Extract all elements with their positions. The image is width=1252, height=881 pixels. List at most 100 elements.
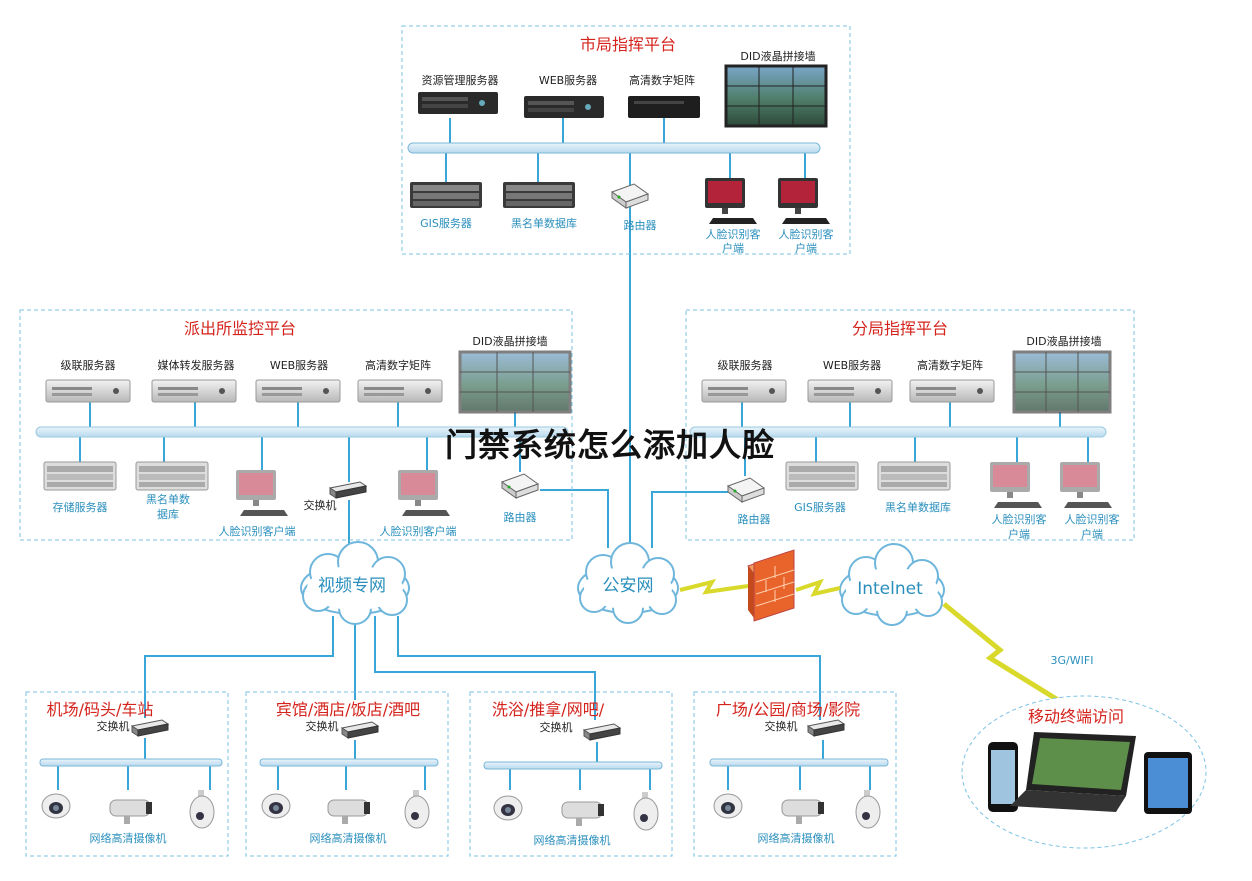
face-client-label: 人脸识别客	[992, 512, 1047, 526]
video-wall-icon	[1012, 350, 1112, 414]
mobile-access-title: 移动终端访问	[1028, 707, 1124, 726]
video-wall-label: DID液晶拼接墙	[740, 49, 815, 63]
web-server-label: WEB服务器	[270, 359, 328, 372]
gis-server-label: GIS服务器	[420, 217, 472, 230]
lightning-link	[679, 578, 749, 595]
blacklist-db-icon	[503, 182, 575, 208]
city-platform-frame	[401, 25, 851, 255]
face-client-label: 人脸识别客	[1065, 512, 1120, 526]
city-platform-title: 市局指挥平台	[580, 35, 676, 54]
site-bath: 洗浴/推拿/网吧/ 交换机 网络高清摄像机	[469, 691, 673, 857]
branch-platform-frame	[685, 309, 1135, 541]
face-client-label: 户端	[795, 241, 817, 255]
web-server-icon	[807, 379, 893, 403]
cascade-server-icon	[701, 379, 787, 403]
ptz-camera-icon	[404, 789, 430, 829]
bullet-camera-icon	[561, 801, 605, 827]
video-wall-label: DID液晶拼接墙	[1026, 334, 1101, 348]
ptz-camera-icon	[189, 789, 215, 829]
router-label: 路由器	[624, 218, 657, 232]
switch-label: 交换机	[304, 498, 337, 512]
matrix-icon	[357, 379, 443, 403]
face-client-label: 人脸识别客	[779, 227, 834, 241]
blacklist-db-icon	[135, 461, 209, 491]
video-wall-icon	[458, 350, 572, 414]
blacklist-db-label: 据库	[157, 507, 179, 521]
matrix-icon	[628, 96, 700, 118]
bullet-camera-icon	[109, 799, 153, 825]
site-airport: 机场/码头/车站 交换机 网络高清摄像机	[25, 691, 229, 857]
branch-bus	[689, 426, 1107, 438]
site-title: 洗浴/推拿/网吧/	[492, 700, 605, 719]
router-icon	[611, 183, 649, 209]
ptz-camera-icon	[633, 791, 659, 831]
branch-platform-title: 分局指挥平台	[852, 319, 948, 338]
dome-camera-icon	[41, 793, 71, 819]
site-title: 机场/码头/车站	[47, 700, 154, 719]
camera-label: 网络高清摄像机	[534, 833, 611, 847]
blacklist-db-icon	[877, 461, 951, 491]
video-wall-icon	[724, 64, 828, 128]
dome-camera-icon	[261, 793, 291, 819]
dome-camera-icon	[713, 793, 743, 819]
matrix-label: 高清数字矩阵	[917, 358, 983, 372]
site-plaza: 广场/公园/商场/影院 交换机 网络高清摄像机	[693, 691, 897, 857]
matrix-label: 高清数字矩阵	[629, 73, 695, 87]
switch-icon	[807, 719, 845, 737]
face-client-icon	[1060, 462, 1112, 508]
cloud-fill	[584, 567, 672, 609]
router-label: 路由器	[504, 510, 537, 524]
face-client-icon	[236, 470, 288, 516]
blacklist-db-label: 黑名单数	[146, 492, 190, 506]
city-bus	[407, 142, 821, 154]
police-net-label: 公安网	[603, 576, 654, 596]
cascade-server-icon	[45, 379, 131, 403]
media-server-label: 媒体转发服务器	[158, 358, 235, 372]
police-platform-title: 派出所监控平台	[184, 319, 296, 338]
dome-camera-icon	[493, 795, 523, 821]
lightning-link	[795, 578, 841, 597]
video-net-label: 视频专网	[318, 576, 386, 596]
tablet-icon	[1144, 752, 1192, 814]
ptz-camera-icon	[855, 789, 881, 829]
web-server-icon	[524, 96, 604, 118]
face-client-label: 户端	[1008, 527, 1030, 541]
resource-server-icon	[418, 92, 498, 114]
matrix-icon	[909, 379, 995, 403]
face-client-label: 人脸识别客户端	[380, 524, 457, 538]
police-bus	[35, 426, 569, 438]
firewall-icon	[747, 549, 795, 622]
face-client-label: 户端	[1081, 527, 1103, 541]
overlay-title: 门禁系统怎么添加人脸	[445, 426, 776, 464]
switch-label: 交换机	[540, 720, 573, 734]
cascade-server-label: 级联服务器	[718, 359, 773, 372]
bullet-camera-icon	[327, 799, 371, 825]
switch-icon	[583, 723, 621, 741]
web-server-label: WEB服务器	[823, 359, 881, 372]
switch-icon	[329, 481, 367, 499]
camera-label: 网络高清摄像机	[90, 831, 167, 845]
switch-label: 交换机	[97, 719, 130, 733]
site-title: 广场/公园/商场/影院	[716, 700, 860, 719]
blacklist-db-label: 黑名单数据库	[885, 500, 951, 514]
face-client-icon	[705, 178, 757, 224]
web-server-label: WEB服务器	[539, 74, 597, 87]
phone-icon	[988, 742, 1018, 812]
camera-label: 网络高清摄像机	[758, 831, 835, 845]
internet-label: Intelnet	[857, 579, 923, 599]
media-server-icon	[151, 379, 237, 403]
gis-server-icon	[785, 461, 859, 491]
face-client-label: 户端	[722, 241, 744, 255]
router-icon	[501, 473, 539, 499]
face-client-icon	[778, 178, 830, 224]
web-server-icon	[255, 379, 341, 403]
laptop-icon	[1010, 732, 1136, 812]
site-hotel: 宾馆/酒店/饭店/酒吧 交换机 网络高清摄像机	[245, 691, 449, 857]
video-wall-label: DID液晶拼接墙	[472, 334, 547, 348]
face-client-icon	[398, 470, 450, 516]
bullet-camera-icon	[781, 799, 825, 825]
switch-icon	[131, 719, 169, 737]
face-client-label: 人脸识别客户端	[219, 524, 296, 538]
switch-label: 交换机	[306, 719, 339, 733]
